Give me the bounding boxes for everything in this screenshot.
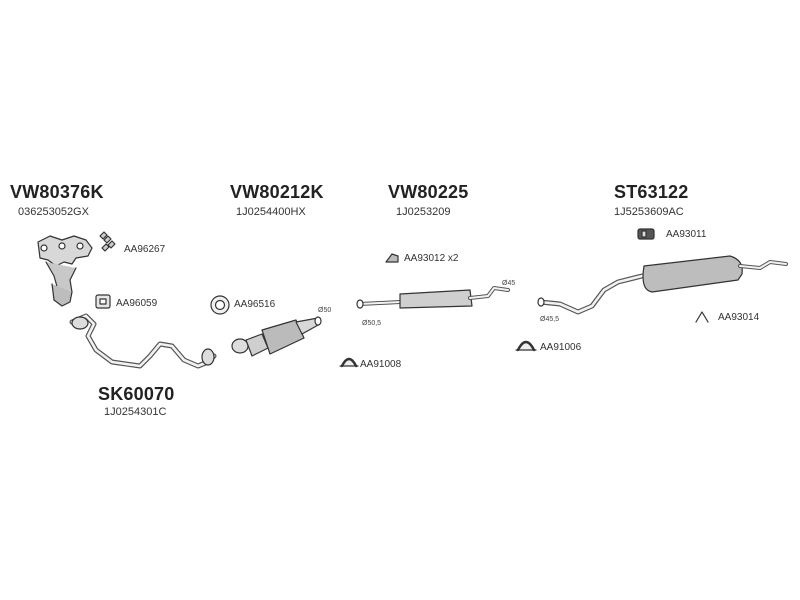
oem-number-1j0254301c: 1J0254301C: [104, 406, 167, 418]
ring-gasket-drawing: [210, 295, 230, 315]
bracket-drawing: [695, 311, 709, 323]
accessory-code-aa96516: AA96516: [234, 299, 276, 310]
front-pipe-drawing: [69, 313, 217, 369]
accessory-code-aa93014: AA93014: [718, 312, 760, 323]
exhaust-manifold-drawing: [37, 235, 93, 307]
middle-pipe-drawing: [356, 286, 510, 309]
oem-number-1j0254400hx: 1J0254400HX: [236, 206, 306, 218]
accessory-code-aa96059: AA96059: [116, 298, 158, 309]
clamp-drawing: [515, 340, 537, 352]
accessory-code-aa96267: AA96267: [124, 244, 166, 255]
diameter-label: Ø45: [502, 280, 516, 287]
hanger-drawing: [385, 253, 399, 263]
accessory-code-aa91008: AA91008: [360, 359, 402, 370]
rubber-mount-drawing: [637, 228, 655, 240]
rear-silencer-drawing: [537, 255, 788, 315]
oem-number-036253052gx: 036253052GX: [18, 206, 89, 218]
diameter-label: Ø50,5: [362, 320, 382, 327]
accessory-code-aa93012: AA93012 x2: [404, 253, 459, 264]
gasket-drawing: [95, 294, 111, 309]
part-number-vw80376k: VW80376K: [10, 182, 104, 202]
bolt-set-drawing: [99, 231, 116, 252]
oem-number-1j0253209: 1J0253209: [396, 206, 451, 218]
diameter-label: Ø45,5: [540, 316, 560, 323]
part-number-vw80212k: VW80212K: [230, 182, 324, 202]
catalytic-converter-drawing: [231, 316, 322, 357]
diameter-label: Ø50: [318, 307, 332, 314]
part-number-vw80225: VW80225: [388, 182, 469, 202]
accessory-code-aa91006: AA91006: [540, 342, 582, 353]
clamp-drawing: [339, 357, 359, 368]
accessory-code-aa93011: AA93011: [666, 229, 707, 240]
part-number-sk60070: SK60070: [98, 384, 175, 404]
part-number-st63122: ST63122: [614, 182, 689, 202]
oem-number-1j5253609ac: 1J5253609AC: [614, 206, 684, 218]
